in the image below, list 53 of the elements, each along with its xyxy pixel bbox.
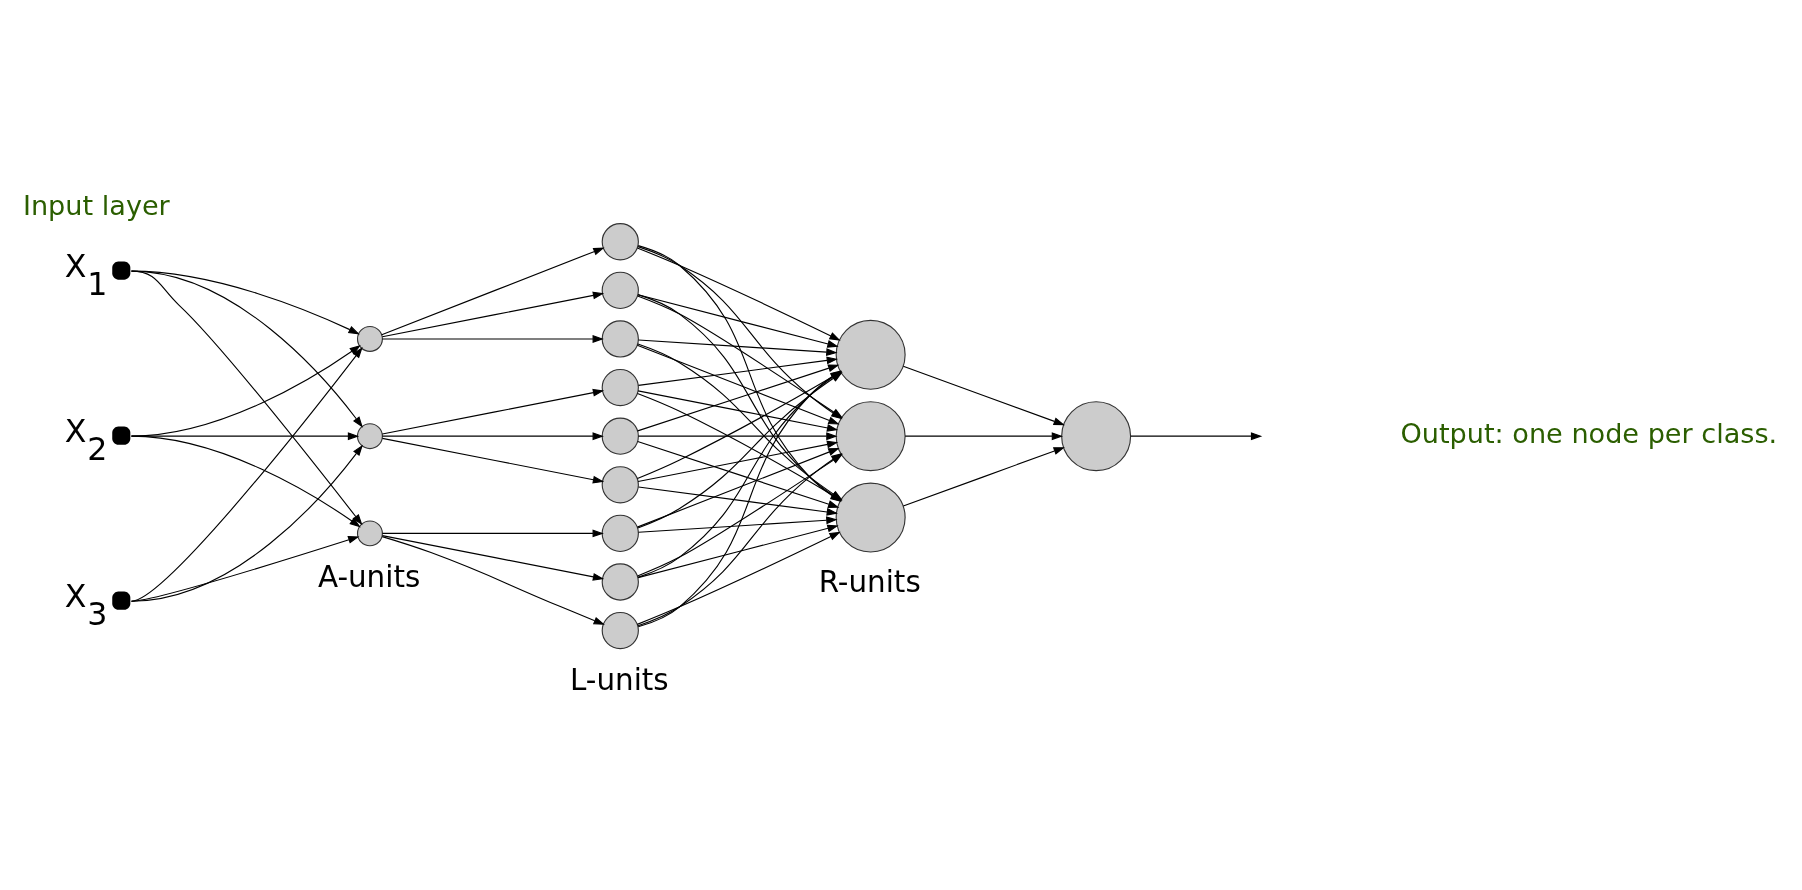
arrow: [1130, 431, 1263, 440]
arrow: [130, 344, 361, 437]
arrow: [637, 515, 838, 533]
node-circle: [112, 426, 131, 445]
arrow: [130, 535, 360, 602]
node-circle: [112, 591, 131, 610]
label: Output: one node per class.: [1400, 417, 1778, 449]
node-circle: [601, 319, 639, 358]
arrow: [902, 446, 1065, 507]
node-circle: [601, 222, 639, 260]
node-circle: [356, 422, 383, 449]
arrow: [130, 435, 361, 527]
node-circle: [601, 562, 639, 601]
node-circle: [835, 400, 906, 471]
label: L-units: [570, 662, 669, 697]
arrow: [381, 437, 605, 484]
arrow: [902, 365, 1065, 425]
node-circle: [601, 465, 639, 503]
arrow: [381, 246, 605, 335]
node-circle: [601, 611, 639, 649]
arrow: [130, 444, 363, 602]
arrow: [130, 346, 363, 602]
arrow: [637, 431, 838, 440]
arrow: [637, 356, 838, 386]
node-circle: [1061, 400, 1132, 471]
arrow: [381, 528, 604, 537]
arrow: [636, 246, 841, 341]
arrow: [637, 339, 838, 356]
arrow: [130, 270, 363, 525]
node-circle: [356, 325, 383, 352]
arrow: [381, 534, 605, 581]
arrow: [381, 291, 605, 337]
label: R-units: [818, 564, 921, 599]
arrow: [636, 531, 841, 625]
node-circle: [601, 271, 639, 309]
node-circle: [601, 514, 639, 552]
node-circle: [601, 417, 639, 455]
node-circle: [835, 319, 906, 390]
arrow: [381, 431, 604, 440]
arrow: [381, 334, 604, 343]
node-circle: [835, 482, 906, 553]
arrow: [904, 431, 1064, 440]
arrow: [637, 485, 838, 516]
arrow: [637, 440, 839, 482]
arrow: [637, 524, 839, 578]
label: A-units: [317, 559, 421, 594]
node-circle: [112, 261, 131, 280]
arrow: [381, 388, 605, 435]
arrow: [637, 389, 839, 432]
node-circle: [601, 368, 639, 406]
node-circle: [356, 519, 383, 546]
label: Input layer: [22, 189, 170, 221]
arrow: [381, 535, 605, 625]
